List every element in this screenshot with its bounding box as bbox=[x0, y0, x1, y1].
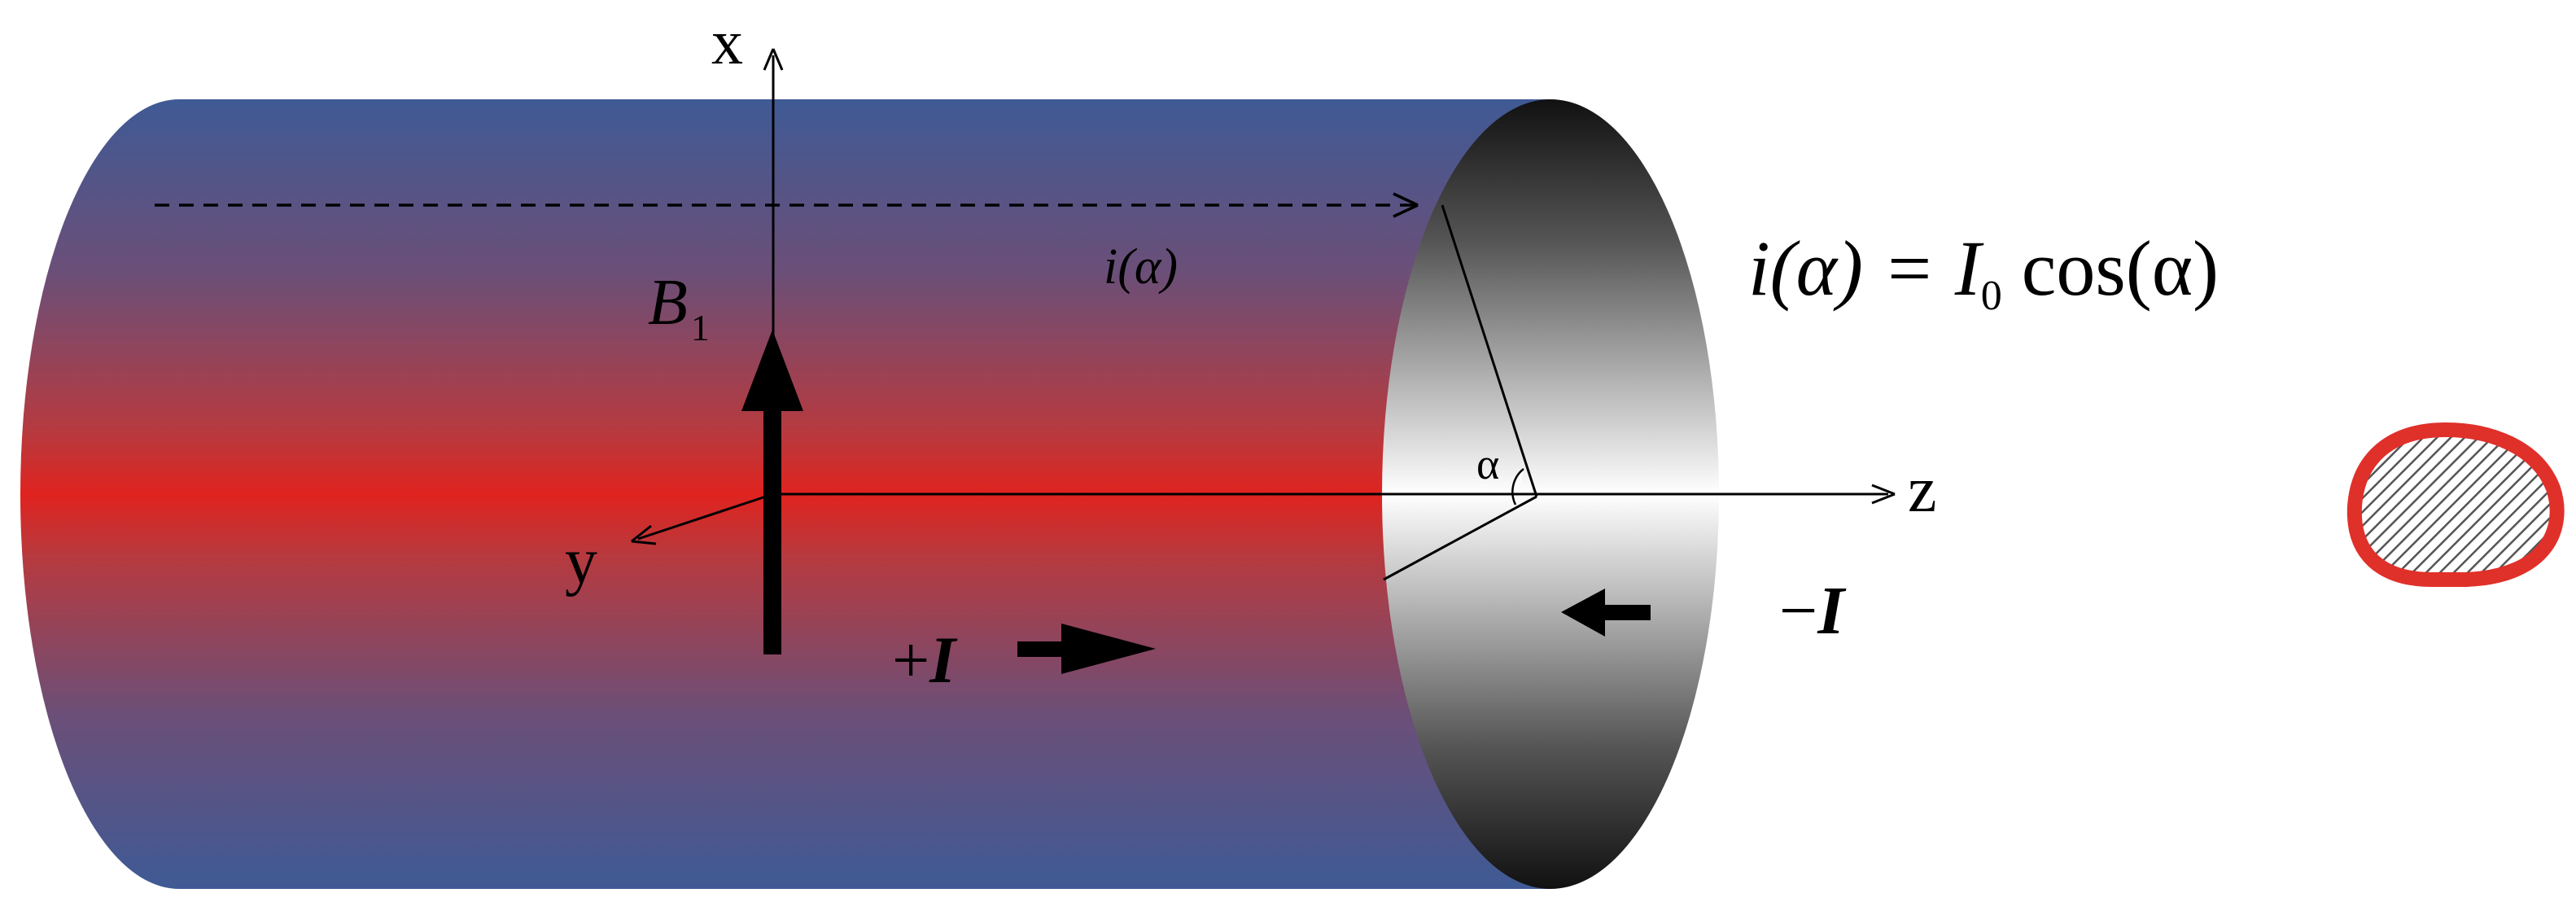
plus-current-label: +I bbox=[892, 623, 958, 697]
z-axis-label: z bbox=[1908, 454, 1937, 526]
field-arrow-shaft bbox=[763, 405, 781, 654]
minus-current-arrow-shaft bbox=[1602, 605, 1651, 620]
plus-current-arrow-head bbox=[1061, 624, 1156, 674]
dashed-line-arrowhead bbox=[1393, 192, 1419, 218]
cross-section-shape bbox=[2346, 422, 2565, 587]
radius-line-upper bbox=[1441, 204, 1538, 497]
radius-line-lower bbox=[1383, 495, 1537, 581]
field-arrow-head bbox=[741, 330, 803, 411]
minus-current-label: −I bbox=[1779, 573, 1847, 649]
y-axis-label: y bbox=[565, 526, 597, 597]
field-label: B1 bbox=[648, 267, 710, 348]
plus-current-arrow-shaft bbox=[1017, 641, 1063, 657]
y-axis bbox=[637, 492, 774, 541]
minus-current-arrow-head bbox=[1561, 589, 1605, 637]
y-axis-arrowhead bbox=[631, 524, 657, 545]
z-axis-arrowhead bbox=[1871, 484, 1896, 505]
x-axis-arrowhead bbox=[763, 48, 784, 71]
angle-label: α bbox=[1476, 440, 1499, 488]
x-axis-label: x bbox=[711, 7, 743, 77]
current-distribution-label: i(α) bbox=[1104, 239, 1178, 295]
current-formula: i(α) = I0 cos(α) bbox=[1748, 225, 2219, 319]
angle-arc bbox=[1511, 468, 1524, 506]
